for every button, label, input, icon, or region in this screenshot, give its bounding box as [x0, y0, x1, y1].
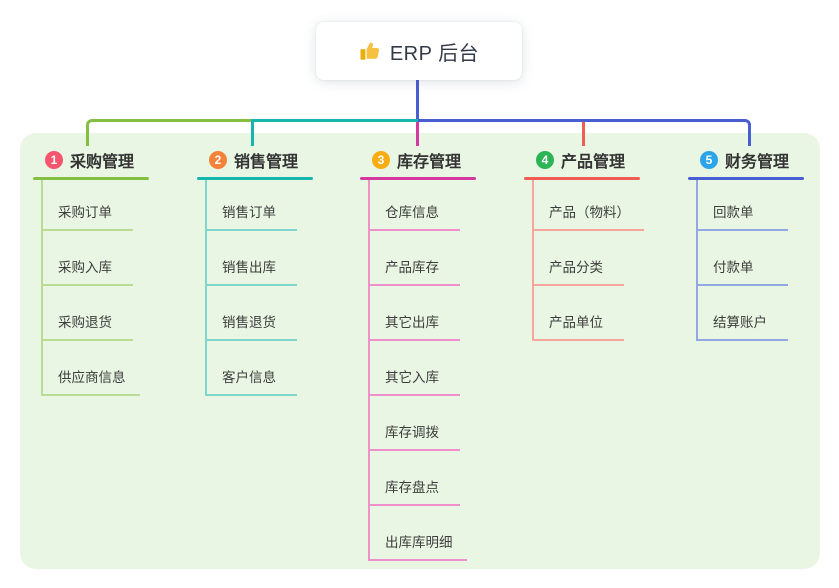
- branch-2: 2 销售管理销售订单销售出库销售退货客户信息: [197, 146, 313, 396]
- bus-segment-purchase: [86, 119, 254, 146]
- branch-underline: [360, 177, 476, 180]
- child-node-label: 采购订单: [58, 205, 112, 220]
- drop-line-product: [582, 122, 585, 146]
- branch-1: 1 采购管理采购订单采购入库采购退货供应商信息: [33, 146, 149, 396]
- child-node-label: 客户信息: [222, 370, 276, 385]
- child-node[interactable]: 客户信息: [205, 364, 297, 396]
- child-node[interactable]: 产品分类: [532, 254, 624, 286]
- child-connector-line: [696, 180, 698, 341]
- child-node-label: 销售订单: [222, 205, 276, 220]
- child-node-label: 回款单: [713, 205, 754, 220]
- branch-heading-3[interactable]: 3 库存管理: [360, 146, 476, 174]
- child-node[interactable]: 采购入库: [41, 254, 133, 286]
- bus-segment-sales: [251, 119, 418, 146]
- branch-number-badge: 4: [536, 151, 554, 169]
- child-node-label: 其它出库: [385, 315, 439, 330]
- root-node-erp[interactable]: ERP 后台: [316, 22, 522, 80]
- thumbs-up-icon: [360, 42, 379, 60]
- branch-title: 财务管理: [725, 154, 790, 171]
- branch-number-badge: 3: [372, 151, 390, 169]
- child-node-label: 采购退货: [58, 315, 112, 330]
- branch-heading-2[interactable]: 2 销售管理: [197, 146, 313, 174]
- child-node[interactable]: 库存盘点: [368, 474, 460, 506]
- child-node[interactable]: 销售订单: [205, 199, 297, 231]
- child-node[interactable]: 销售出库: [205, 254, 297, 286]
- child-node-label: 销售出库: [222, 260, 276, 275]
- child-node[interactable]: 仓库信息: [368, 199, 460, 231]
- drop-line-inventory: [416, 122, 419, 146]
- branch-number-badge: 5: [700, 151, 718, 169]
- child-connector-line: [205, 180, 207, 396]
- branch-underline: [33, 177, 149, 180]
- child-node-label: 结算账户: [713, 315, 767, 330]
- child-node-label: 库存调拨: [385, 425, 439, 440]
- child-connector-line: [41, 180, 43, 396]
- branch-heading-5[interactable]: 5 财务管理: [688, 146, 804, 174]
- branch-title: 库存管理: [397, 154, 462, 171]
- child-node[interactable]: 其它出库: [368, 309, 460, 341]
- child-node[interactable]: 采购订单: [41, 199, 133, 231]
- root-node-label: ERP 后台: [389, 42, 480, 65]
- child-node[interactable]: 付款单: [696, 254, 788, 286]
- branch-heading-1[interactable]: 1 采购管理: [33, 146, 149, 174]
- bus-segment-finance: [418, 119, 751, 146]
- child-node[interactable]: 其它入库: [368, 364, 460, 396]
- child-node-label: 出库库明细: [385, 535, 453, 550]
- child-node-label: 仓库信息: [385, 205, 439, 220]
- branch-number-badge: 1: [45, 151, 63, 169]
- branch-underline: [524, 177, 640, 180]
- child-node[interactable]: 库存调拨: [368, 419, 460, 451]
- child-connector-line: [368, 180, 370, 561]
- child-node[interactable]: 结算账户: [696, 309, 788, 341]
- branch-number-badge: 2: [209, 151, 227, 169]
- child-node-label: 供应商信息: [58, 370, 126, 385]
- branch-heading-4[interactable]: 4 产品管理: [524, 146, 640, 174]
- child-node[interactable]: 产品（物料）: [532, 199, 644, 231]
- root-connector-line: [416, 80, 419, 122]
- child-node-label: 产品（物料）: [549, 205, 630, 220]
- child-node[interactable]: 回款单: [696, 199, 788, 231]
- branch-5: 5 财务管理回款单付款单结算账户: [688, 146, 804, 341]
- child-node[interactable]: 出库库明细: [368, 529, 467, 561]
- child-connector-line: [532, 180, 534, 341]
- child-node-label: 付款单: [713, 260, 754, 275]
- child-node[interactable]: 产品单位: [532, 309, 624, 341]
- child-node-label: 产品分类: [549, 260, 603, 275]
- branch-3: 3 库存管理仓库信息产品库存其它出库其它入库库存调拨库存盘点出库库明细: [360, 146, 476, 561]
- branch-title: 销售管理: [234, 154, 299, 171]
- branch-underline: [688, 177, 804, 180]
- child-node[interactable]: 供应商信息: [41, 364, 140, 396]
- branch-title: 产品管理: [561, 154, 626, 171]
- mindmap-panel: [20, 133, 820, 569]
- child-node[interactable]: 产品库存: [368, 254, 460, 286]
- child-node-label: 其它入库: [385, 370, 439, 385]
- child-node-label: 销售退货: [222, 315, 276, 330]
- child-node-label: 产品单位: [549, 315, 603, 330]
- child-node-label: 产品库存: [385, 260, 439, 275]
- child-node-label: 采购入库: [58, 260, 112, 275]
- child-node[interactable]: 销售退货: [205, 309, 297, 341]
- branch-4: 4 产品管理产品（物料） 产品分类产品单位: [524, 146, 644, 341]
- branch-title: 采购管理: [70, 154, 135, 171]
- child-node[interactable]: 采购退货: [41, 309, 133, 341]
- branch-underline: [197, 177, 313, 180]
- child-node-label: 库存盘点: [385, 480, 439, 495]
